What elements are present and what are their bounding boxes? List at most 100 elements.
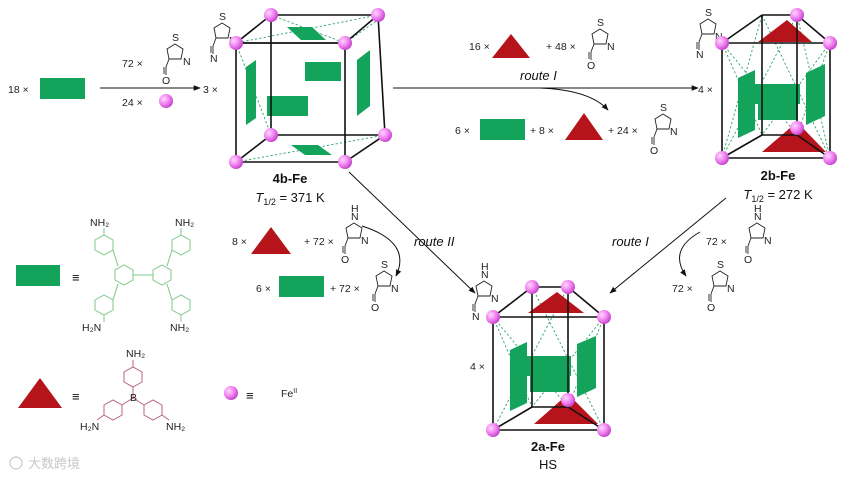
triangle-top-icon [758, 20, 812, 42]
byproduct-arrow-2 [361, 225, 402, 277]
svg-text:N: N [210, 53, 218, 65]
red-triangle-structure: NH₂ B H₂N NH₂ [80, 348, 185, 433]
svg-text:N: N [361, 235, 369, 247]
svg-text:NH₂: NH₂ [126, 348, 145, 360]
svg-text:N: N [670, 126, 678, 138]
cube-panels [246, 27, 370, 155]
fe-sphere-icon [159, 94, 173, 108]
route-1-label-right: route I [612, 234, 649, 249]
svg-text:S: S [660, 102, 667, 114]
thiazole-aldehyde-icon-2: S N O [587, 17, 615, 72]
byproduct-arrow-1 [539, 87, 609, 111]
r3-byproduct-count: 72 × [672, 283, 693, 295]
svg-text:O: O [650, 145, 658, 157]
compound-2b-name: 2b-Fe [761, 168, 796, 183]
r2-imidazole-count: + 72 × [304, 236, 334, 248]
svg-text:NH₂: NH₂ [170, 322, 189, 334]
svg-text:N: N [183, 56, 191, 68]
svg-text:NH₂: NH₂ [175, 217, 194, 229]
cube-multiplier: 3 × [203, 84, 218, 96]
svg-text:H: H [754, 203, 762, 215]
r1-byproduct-panels: 6 × [455, 125, 470, 137]
svg-text:H₂N: H₂N [82, 322, 101, 334]
fe-spheres-3 [486, 280, 611, 437]
svg-text:N: N [481, 269, 489, 281]
reaction-arrow-route-2 [348, 171, 476, 294]
aldehyde-count: 72 × [122, 58, 143, 70]
cube-2b-fe: S N N [696, 7, 837, 204]
panel-icon-3 [279, 276, 324, 297]
compound-2b-thalf: T1/2 = 272 K [743, 187, 813, 204]
cube-4b-fe: S N N [210, 8, 392, 207]
fe-spheres-2 [715, 8, 837, 165]
triangle-icon [492, 34, 530, 58]
byproduct-arrow-3 [679, 231, 701, 277]
r2-byproduct-panels: 6 × [256, 283, 271, 295]
thiazole-aldehyde-icon-5: S N O [707, 259, 735, 314]
compound-2a-name: 2a-Fe [531, 439, 565, 454]
watermark-text: 大数跨境 [28, 456, 80, 471]
watermark-logo-icon [9, 456, 23, 470]
product-2a-multiplier: 4 × [470, 361, 485, 373]
legend-fe-icon [224, 386, 238, 400]
svg-text:NH₂: NH₂ [166, 421, 185, 433]
compound-4b-thalf: T1/2 = 371 K [255, 190, 325, 207]
reagents-left: 18 × 72 × S N O 24 × 3 × [8, 32, 218, 109]
svg-text:H₂N: H₂N [80, 421, 99, 433]
thiazole-aldehyde-icon-3: S N O [650, 102, 678, 157]
svg-text:N: N [754, 211, 762, 223]
r2-byproduct-aldehyde: + 72 × [330, 283, 360, 295]
thiazole-aldehyde-icon: S N O [162, 32, 191, 87]
svg-text:O: O [587, 60, 595, 72]
svg-text:N: N [696, 49, 704, 61]
product-2b-multiplier: 4 × [698, 84, 713, 96]
triangle-top-icon-2 [528, 292, 584, 313]
legend-equiv-1: ≡ [72, 270, 80, 285]
thiazole-aldehyde-icon-4: S N O [371, 259, 399, 314]
fe-spheres [229, 8, 392, 169]
legend-equiv-2: ≡ [72, 389, 80, 404]
imidazole-aldehyde-icon-2: N H N O [744, 203, 772, 266]
svg-text:N: N [391, 283, 399, 295]
svg-text:O: O [371, 302, 379, 314]
panel-count: 18 × [8, 84, 29, 96]
svg-text:S: S [717, 259, 724, 271]
svg-text:N: N [472, 311, 480, 323]
cube-edges-2 [721, 14, 831, 159]
svg-text:O: O [162, 75, 170, 87]
route-1-right: route I 72 × N H N O 72 × S N O [609, 197, 772, 314]
svg-text:S: S [172, 32, 179, 44]
svg-text:S: S [597, 17, 604, 29]
imidazole-ligand-icon: N H N N [472, 261, 499, 323]
svg-text:S: S [219, 11, 226, 23]
legend-equiv-3: ≡ [246, 388, 254, 403]
legend: ≡ NH₂ NH₂ H₂N NH₂ ≡ [16, 217, 297, 433]
r3-imidazole-count: 72 × [706, 236, 727, 248]
svg-text:O: O [707, 302, 715, 314]
svg-text:S: S [705, 7, 712, 19]
legend-triangle-icon [18, 378, 62, 408]
svg-text:NH₂: NH₂ [90, 217, 109, 229]
svg-text:N: N [491, 293, 499, 305]
route-2: route II 8 × + 72 × N H N O 6 × + 72 × S… [232, 171, 476, 314]
svg-text:S: S [381, 259, 388, 271]
r1-byproduct-triangles: + 8 × [530, 125, 554, 137]
r1-triangle-count: 16 × [469, 41, 490, 53]
triangle-icon-2 [565, 113, 603, 140]
r2-triangle-count: 8 × [232, 236, 247, 248]
svg-text:N: N [607, 41, 615, 53]
cube-panels-2 [738, 64, 825, 138]
panel-icon [40, 78, 85, 99]
watermark: 大数跨境 [9, 456, 80, 471]
route-2-label: route II [414, 234, 455, 249]
svg-text:B: B [130, 392, 137, 404]
svg-text:O: O [341, 254, 349, 266]
imidazole-aldehyde-icon: N H N O [341, 203, 369, 266]
cube-edges-3 [492, 286, 605, 431]
svg-text:N: N [764, 235, 772, 247]
green-panel-structure: NH₂ NH₂ H₂N NH₂ [82, 217, 194, 334]
r1-aldehyde-count: + 48 × [546, 41, 576, 53]
compound-4b-name: 4b-Fe [273, 171, 308, 186]
triangle-icon-3 [251, 227, 291, 254]
